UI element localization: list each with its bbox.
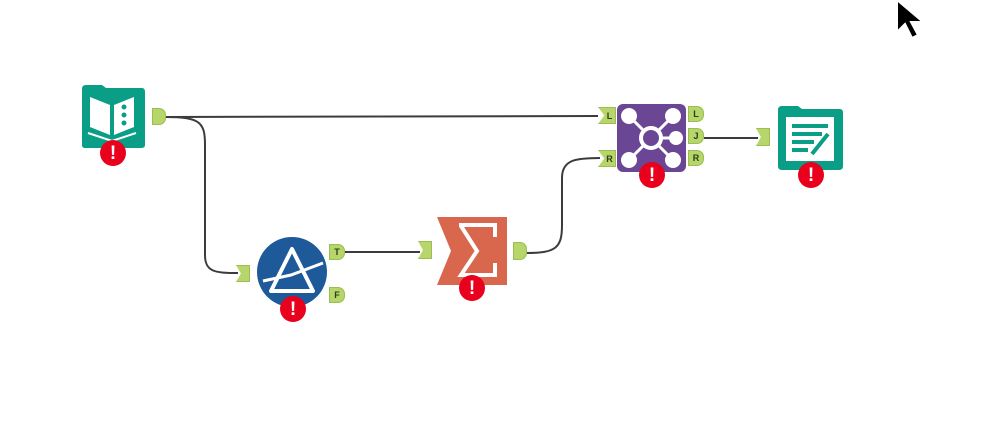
mouse-cursor-icon xyxy=(896,0,926,40)
join-left-output-anchor[interactable]: L xyxy=(688,106,704,122)
filter-icon xyxy=(257,237,327,307)
wire-input-to-filter[interactable] xyxy=(164,116,239,274)
output-data-tool[interactable] xyxy=(776,104,844,171)
error-badge-join: ! xyxy=(639,162,665,188)
join-tool[interactable] xyxy=(617,104,686,172)
summarize-tool[interactable] xyxy=(437,217,507,285)
wire-input-to-join-left[interactable] xyxy=(164,115,599,118)
wire-summarize-to-join-right[interactable] xyxy=(525,157,601,254)
join-joined-output-anchor[interactable]: J xyxy=(688,128,704,144)
error-badge-summarize: ! xyxy=(459,275,485,301)
error-badge-input: ! xyxy=(100,140,126,166)
filter-true-anchor[interactable]: T xyxy=(329,244,345,260)
summarize-icon xyxy=(437,217,507,285)
join-right-input-anchor[interactable]: R xyxy=(598,150,616,167)
output-data-icon xyxy=(778,106,843,170)
error-badge-filter: ! xyxy=(280,296,306,322)
filter-false-anchor[interactable]: F xyxy=(329,287,345,303)
summarize-output-anchor[interactable] xyxy=(513,242,527,260)
input-output-anchor[interactable] xyxy=(152,108,166,125)
join-icon xyxy=(617,104,686,172)
filter-tool[interactable] xyxy=(257,237,327,307)
join-right-output-anchor[interactable]: R xyxy=(688,150,704,166)
error-badge-output: ! xyxy=(798,162,824,188)
